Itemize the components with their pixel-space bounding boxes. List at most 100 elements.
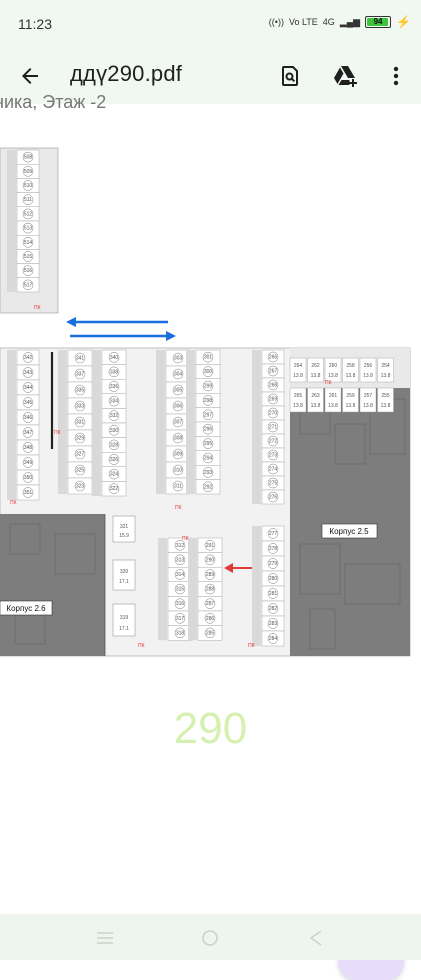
parking-spot-273: 273 — [269, 453, 278, 459]
parking-spot-509: 509 — [24, 169, 33, 175]
more-options-button[interactable] — [380, 60, 412, 92]
hydrant-marker: ПК — [325, 380, 332, 386]
hydrant-marker: ПК — [10, 500, 17, 506]
parking-spot-255: 255 — [381, 393, 390, 399]
parking-spot-333: 333 — [76, 404, 85, 410]
parking-spot-336: 336 — [110, 384, 119, 390]
parking-spot-size: 13.8 — [311, 403, 321, 409]
parking-spot-314: 314 — [176, 572, 185, 578]
parking-spot-346: 346 — [24, 415, 33, 421]
document-search-icon — [282, 66, 298, 86]
spot-319-size: 17.1 — [119, 626, 129, 632]
home-button[interactable] — [198, 926, 222, 950]
parking-spot-341: 341 — [76, 356, 85, 362]
parking-spot-345: 345 — [24, 400, 33, 406]
parking-spot-292: 292 — [204, 484, 213, 490]
parking-spot-262: 262 — [311, 363, 320, 369]
parking-spot-349: 349 — [24, 460, 33, 466]
parking-spot-322: 322 — [110, 486, 119, 492]
parking-spot-259: 259 — [346, 393, 355, 399]
parking-spot-300: 300 — [204, 369, 213, 375]
parking-spot-264: 264 — [294, 363, 303, 369]
plan-header-fragment: ника, Этаж -2 — [0, 92, 107, 112]
parking-spot-270: 270 — [269, 411, 278, 417]
parking-spot-325: 325 — [76, 468, 85, 474]
parking-spot-293: 293 — [204, 470, 213, 476]
parking-spot-330: 330 — [110, 428, 119, 434]
hydrant-marker: ПК — [248, 643, 255, 649]
more-vert-icon — [393, 66, 399, 86]
parking-spot-315: 315 — [176, 587, 185, 593]
spot-321: 321 — [120, 524, 129, 530]
search-document-button[interactable] — [274, 60, 306, 92]
parking-spot-272: 272 — [269, 439, 278, 445]
parking-spot-309: 309 — [174, 452, 183, 458]
parking-spot-313: 313 — [176, 557, 185, 563]
system-back-button[interactable] — [304, 926, 328, 950]
status-bar: 11:23 ((•)) Vo LTE 4G ▂▄▆ 94 ⚡ — [0, 0, 421, 48]
parking-spot-327: 327 — [76, 452, 85, 458]
parking-spot-338: 338 — [110, 369, 119, 375]
parking-spot-516: 516 — [24, 268, 33, 274]
spot-319: 319 — [120, 615, 129, 621]
parking-spot-274: 274 — [269, 467, 278, 473]
app-bar: ддү290.pdf — [0, 48, 421, 104]
parking-spot-279: 279 — [269, 561, 278, 567]
parking-spot-310: 310 — [174, 468, 183, 474]
parking-spot-276: 276 — [269, 495, 278, 501]
hydrant-marker: ПК — [54, 430, 61, 436]
parking-spot-317: 317 — [176, 616, 185, 622]
parking-spot-324: 324 — [110, 472, 119, 478]
parking-spot-301: 301 — [204, 355, 213, 361]
parking-spot-265: 265 — [294, 393, 303, 399]
parking-spot-343: 343 — [24, 370, 33, 376]
spot-321-size: 15.9 — [119, 533, 129, 539]
parking-spot-size: 13.8 — [346, 373, 356, 379]
recent-apps-button[interactable] — [93, 926, 117, 950]
parking-spot-278: 278 — [269, 546, 278, 552]
parking-spot-254: 254 — [381, 363, 390, 369]
parking-spot-291: 291 — [206, 543, 215, 549]
volte-label: Vo LTE — [288, 17, 318, 27]
parking-spot-290: 290 — [206, 557, 215, 563]
parking-spot-287: 287 — [206, 601, 215, 607]
parking-spot-511: 511 — [24, 197, 32, 203]
parking-spot-283: 283 — [269, 621, 278, 627]
parking-spot-256: 256 — [364, 363, 373, 369]
parking-spot-513: 513 — [24, 226, 33, 232]
parking-spot-304: 304 — [174, 372, 183, 378]
parking-spot-296: 296 — [204, 427, 213, 433]
page-number: 290 — [173, 704, 248, 753]
parking-spot-263: 263 — [311, 393, 320, 399]
parking-spot-347: 347 — [24, 430, 33, 436]
parking-spot-332: 332 — [110, 413, 119, 419]
parking-spot-size: 13.8 — [363, 373, 373, 379]
arrow-back-icon — [22, 68, 38, 84]
parking-spot-510: 510 — [24, 183, 33, 189]
spot-320-size: 17.1 — [119, 579, 129, 585]
parking-spot-311: 311 — [174, 484, 182, 490]
menu-icon — [97, 932, 113, 944]
parking-spot-307: 307 — [174, 420, 183, 426]
parking-spot-257: 257 — [364, 393, 373, 399]
parking-spot-size: 13.8 — [363, 403, 373, 409]
parking-spot-299: 299 — [204, 384, 213, 390]
hydrant-marker: ПК — [175, 505, 182, 511]
parking-spot-271: 271 — [269, 425, 278, 431]
network-gen-label: 4G — [322, 17, 335, 27]
parking-spot-294: 294 — [204, 456, 213, 462]
parking-spot-285: 285 — [206, 630, 215, 636]
parking-spot-size: 13.8 — [293, 373, 303, 379]
parking-spot-289: 289 — [206, 572, 215, 578]
parking-spot-318: 318 — [176, 630, 185, 636]
parking-spot-340: 340 — [110, 355, 119, 361]
parking-spot-342: 342 — [24, 355, 33, 361]
parking-spot-288: 288 — [206, 587, 215, 593]
parking-spot-514: 514 — [24, 240, 33, 246]
system-navigation-bar — [0, 914, 421, 960]
parking-spot-335: 335 — [76, 388, 85, 394]
add-to-drive-button[interactable] — [330, 60, 362, 92]
back-button[interactable] — [14, 60, 46, 92]
signal-icon: ▂▄▆ — [339, 16, 361, 27]
